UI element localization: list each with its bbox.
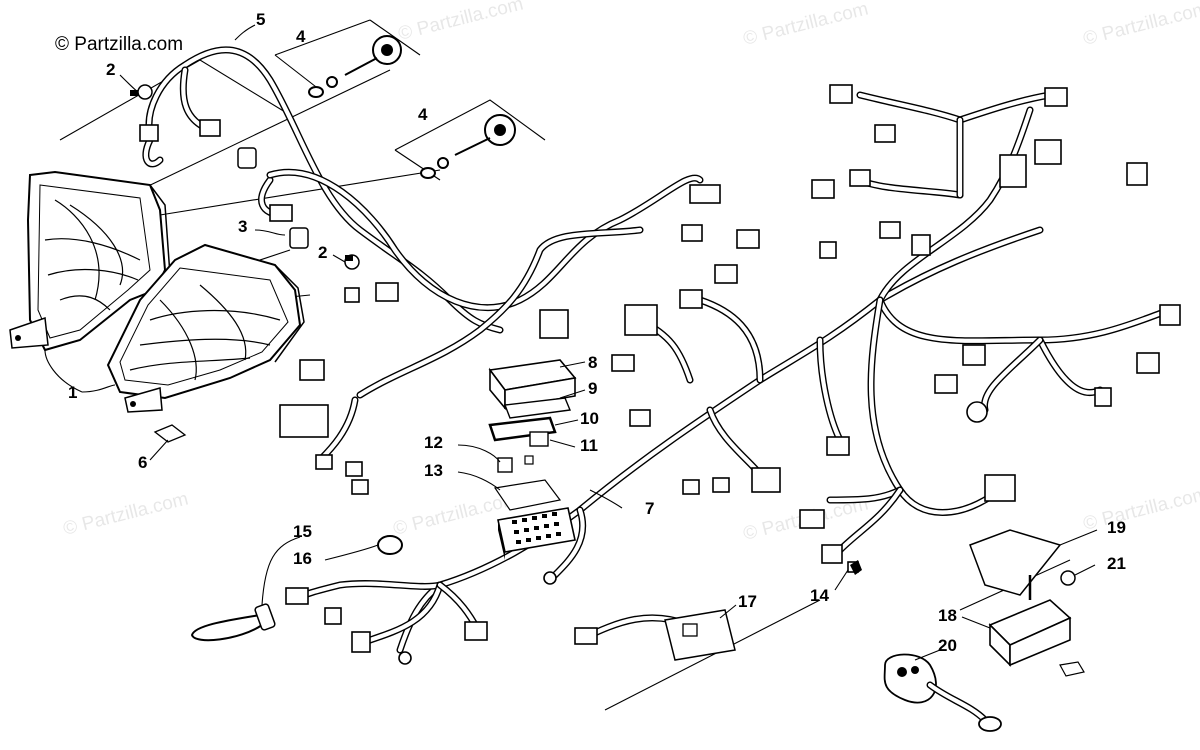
- callout-8: 8: [588, 353, 597, 372]
- knob-icon: [308, 35, 402, 98]
- fuse-icon: [524, 455, 534, 465]
- watermark: © Partzilla.com: [61, 489, 190, 540]
- callout-leaders: [44, 24, 1098, 661]
- watermark: © Partzilla.com: [741, 0, 870, 50]
- fuse-box-icon: [497, 507, 576, 560]
- bulb-icon: [344, 254, 360, 270]
- callout-6: 6: [138, 453, 147, 472]
- fuse-box-gasket: [488, 416, 557, 442]
- cdi-module-icon: [988, 575, 1072, 667]
- callout-12: 12: [424, 433, 443, 452]
- knob-icon: [420, 114, 516, 179]
- fuse-box-cover: [504, 397, 571, 419]
- watermark: © Partzilla.com: [1081, 0, 1200, 50]
- callout-20: 20: [938, 636, 957, 655]
- callout-4: 4: [296, 27, 306, 46]
- headlight-icon: [9, 170, 171, 352]
- callout-4: 4: [418, 105, 428, 124]
- callout-17: 17: [738, 592, 757, 611]
- connector-icon: [139, 84, 1181, 665]
- mounting-plate: [969, 529, 1062, 596]
- watermark: © Partzilla.com: [1081, 484, 1200, 535]
- callout-1: 1: [68, 383, 77, 402]
- callout-19: 19: [1107, 518, 1126, 537]
- lead-harness: [576, 609, 736, 661]
- callout-10: 10: [580, 409, 599, 428]
- bulb-icon: [130, 84, 153, 100]
- fuse-label: [493, 479, 562, 511]
- callout-13: 13: [424, 461, 443, 480]
- callout-5: 5: [256, 10, 265, 29]
- main-wiring-harness: [266, 91, 1174, 654]
- watermark-main: © Partzilla.com: [55, 34, 183, 55]
- relay-icon: [488, 359, 577, 411]
- callout-21: 21: [1107, 554, 1126, 573]
- bulb-icon: [237, 147, 309, 249]
- cable-tie: [377, 535, 403, 555]
- callout-15: 15: [293, 522, 312, 541]
- nut-icon: [1059, 661, 1085, 677]
- foam-pad: [153, 424, 187, 443]
- key-icon: [883, 653, 1002, 732]
- callout-9: 9: [588, 379, 597, 398]
- callout-7: 7: [645, 499, 654, 518]
- callout-2: 2: [106, 60, 115, 79]
- watermark: © Partzilla.com: [396, 0, 525, 45]
- screw-icon: [1060, 570, 1076, 586]
- callout-11: 11: [580, 436, 598, 455]
- callout-3: 3: [238, 217, 247, 236]
- relay-icon: [497, 457, 513, 473]
- callout-14: 14: [810, 586, 829, 605]
- callout-2: 2: [318, 243, 327, 262]
- tether-loop: [190, 603, 276, 642]
- relay-icon: [529, 431, 549, 447]
- callout-labels: 1 2 2 3 4 4 5 6 7 8 9 10 11 12 13 14 15 …: [68, 10, 1126, 655]
- clip: [850, 560, 862, 575]
- callout-18: 18: [938, 606, 957, 625]
- callout-16: 16: [293, 549, 312, 568]
- headlight-icon: [106, 243, 305, 413]
